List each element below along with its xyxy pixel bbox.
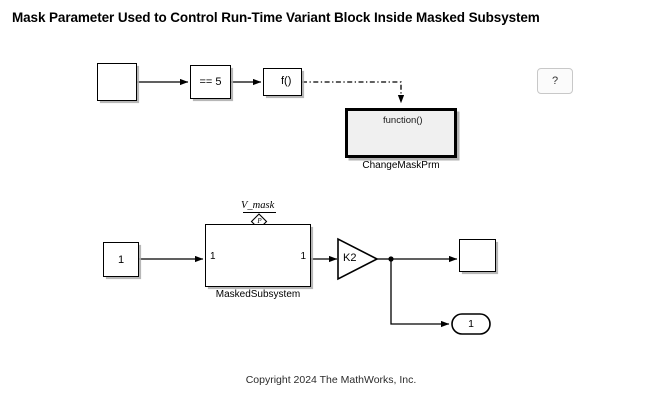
- gain-label[interactable]: K2: [343, 252, 357, 264]
- repeating-sequence-stair-block[interactable]: [97, 63, 137, 101]
- scope-block[interactable]: [459, 239, 496, 272]
- change-mask-prm-caption: ChangeMaskPrm: [362, 160, 440, 171]
- mask-parameter-badge-glyph[interactable]: P: [257, 217, 262, 225]
- copyright-text: Copyright 2024 The MathWorks, Inc.: [245, 374, 417, 386]
- masked-subsystem-output-port-label: 1: [300, 251, 306, 262]
- function-call-generator-block[interactable]: f(): [263, 68, 302, 96]
- constant-value: 1: [117, 253, 125, 266]
- function-call-generator-label: f(): [281, 75, 292, 87]
- masked-subsystem-block[interactable]: 1 1: [205, 224, 311, 287]
- compare-to-constant-label: == 5: [199, 76, 222, 88]
- compare-to-constant-block[interactable]: == 5: [190, 65, 231, 99]
- help-button[interactable]: ?: [537, 68, 573, 94]
- mask-parameter-name-label: V_mask: [241, 200, 275, 211]
- change-mask-prm-header-text: function(): [383, 115, 423, 126]
- page-title: Mask Parameter Used to Control Run-Time …: [12, 10, 540, 25]
- masked-subsystem-input-port-label: 1: [210, 251, 216, 262]
- masked-subsystem-caption: MaskedSubsystem: [215, 289, 301, 300]
- change-mask-prm-subsystem[interactable]: function(): [345, 108, 457, 158]
- outport-label[interactable]: 1: [468, 318, 474, 330]
- constant-block[interactable]: 1: [103, 242, 139, 277]
